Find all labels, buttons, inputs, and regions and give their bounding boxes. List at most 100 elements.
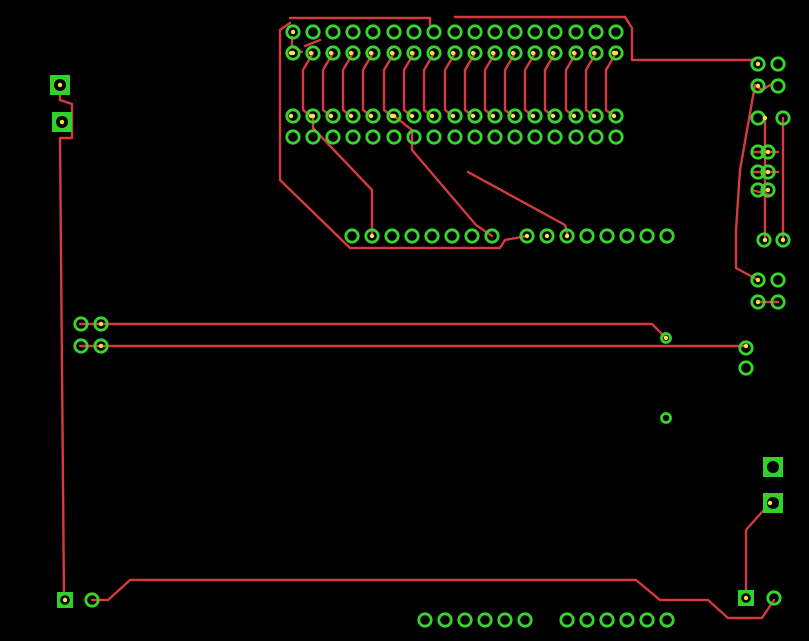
copper-trace-21 [311,114,374,238]
via-marker [98,321,104,327]
via-marker [348,50,354,56]
header-mid-pin-23 [386,129,402,145]
header-mid-pin-34 [608,129,624,145]
header-mid-pin-16 [588,108,604,124]
via-marker [348,113,354,119]
via-marker [544,233,550,239]
right-cluster-pin-5 [750,110,766,126]
header-top-pin-28 [487,45,503,61]
via-marker [290,29,296,35]
header-top-pin-11 [487,24,503,40]
header-mid-pin-1 [285,108,301,124]
via-marker [743,595,749,601]
left-pad-b1 [73,338,89,354]
header-top-pin-17 [608,24,624,40]
via-marker [611,50,617,56]
via-marker [308,50,314,56]
copper-trace-6 [321,51,335,118]
via-marker [611,113,617,119]
header-top-pin-9 [447,24,463,40]
header-top-pin-23 [386,45,402,61]
via-marker [409,50,415,56]
connector-row-pin-13 [599,228,615,244]
via-marker [663,335,669,341]
header-top-pin-27 [467,45,483,61]
via-marker [571,113,577,119]
header-mid-pin-25 [426,129,442,145]
bottom-left-pin-6 [517,612,533,628]
copper-trace-4 [453,15,757,62]
header-mid-pin-17 [608,108,624,124]
connector-row-pin-3 [384,228,400,244]
right-pad-1 [738,340,754,356]
bottom-left-pin-3 [457,612,473,628]
header-top-pin-12 [507,24,523,40]
via-marker [550,50,556,56]
right-cluster-pin-12 [760,182,776,198]
via-marker [591,50,597,56]
via-marker [510,113,516,119]
via-marker [762,115,768,121]
copper-trace-12 [443,51,457,118]
header-mid-pin-5 [365,108,381,124]
via-marker [470,50,476,56]
header-mid-pin-33 [588,129,604,145]
right-cluster-pin-3 [750,78,766,94]
bottom-left-pin-2 [437,612,453,628]
connector-row-pin-11 [559,228,575,244]
left-pad-a1 [73,316,89,332]
header-top-pin-7 [406,24,422,40]
connector-row-pin-2 [364,228,380,244]
via-marker [98,343,104,349]
via-marker [765,169,771,175]
connector-row-pin-10 [539,228,555,244]
header-mid-pin-18 [285,129,301,145]
header-top-pin-33 [588,45,604,61]
via-marker [409,113,415,119]
via-marker [743,343,749,349]
copper-trace-3 [288,16,432,27]
via-marker [762,237,768,243]
header-mid-pin-26 [447,129,463,145]
via-marker [328,113,334,119]
via-marker [57,82,63,88]
right-cluster-pin-17 [750,294,766,310]
header-top-pin-4 [345,24,361,40]
header-top-pin-10 [467,24,483,40]
via-marker [510,50,516,56]
connector-row-pin-1 [344,228,360,244]
via-marker [530,113,536,119]
header-mid-pin-28 [487,129,503,145]
traces-layer [58,15,785,620]
via-marker [490,50,496,56]
bottom-right-pin-2 [579,612,595,628]
right-cluster-pin-14 [775,232,791,248]
header-mid-pin-31 [547,129,563,145]
header-top-pin-8 [426,24,442,40]
header-top-pin-15 [568,24,584,40]
header-mid-pin-15 [568,108,584,124]
right-cluster-pin-16 [770,272,786,288]
header-mid-pin-32 [568,129,584,145]
header-mid-pin-19 [305,129,321,145]
copper-trace-7 [341,51,355,118]
left-pad-b2 [93,338,109,354]
via-marker [780,237,786,243]
via-marker [328,50,334,56]
copper-trace-18 [564,51,578,118]
header-mid-pin-9 [447,108,463,124]
copper-trace-9 [382,51,396,118]
via-marker [389,113,395,119]
right-cluster-pin-10 [760,164,776,180]
test-point-2 [660,412,672,424]
via-marker [368,113,374,119]
header-top-pin-18 [285,45,301,61]
copper-trace-17 [543,51,557,118]
header-mid-pin-11 [487,108,503,124]
copper-trace-13 [463,51,477,118]
connector-row-pin-8 [484,228,500,244]
bottom-right-pin-1 [559,612,575,628]
header-top-pin-31 [547,45,563,61]
header-mid-pin-2 [305,108,321,124]
